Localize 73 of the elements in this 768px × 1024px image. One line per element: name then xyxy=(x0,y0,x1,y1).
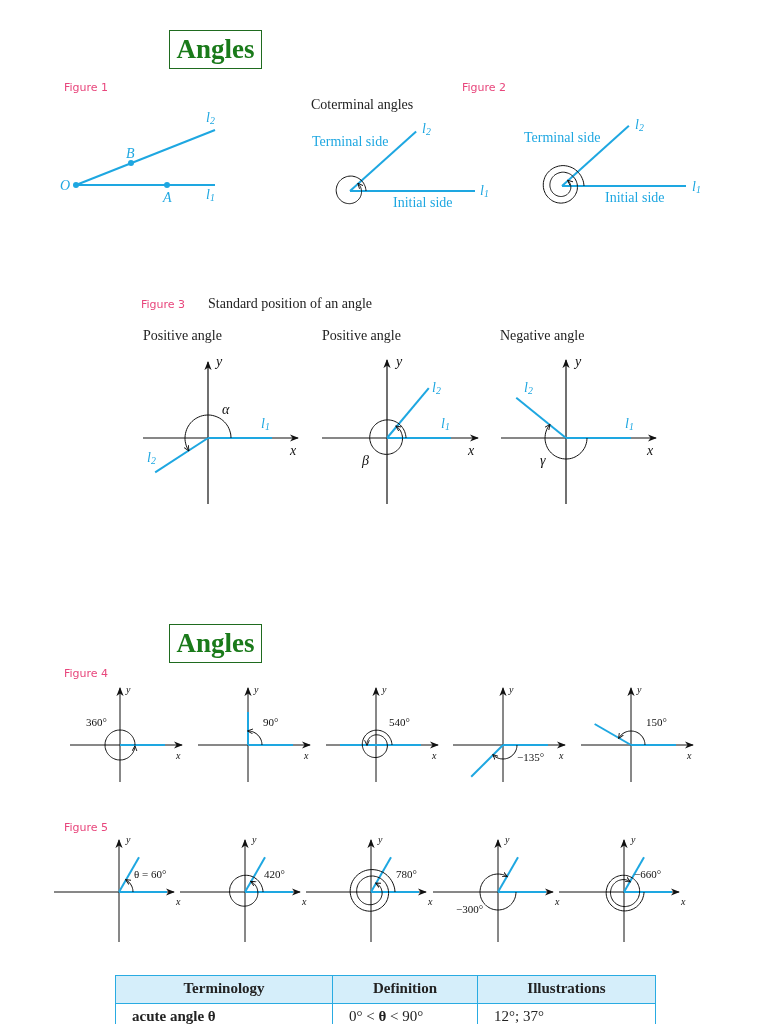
math-label: Initial side xyxy=(393,195,453,211)
math-label: B xyxy=(126,146,135,162)
math-label: x xyxy=(687,750,692,761)
math-label: l$_{2}$ xyxy=(147,450,156,468)
math-label: y xyxy=(396,354,403,370)
angle-label: −135° xyxy=(517,751,545,764)
header-cell: Illustrations xyxy=(478,976,656,1004)
math-label: Initial side xyxy=(605,190,665,206)
angle-label: 360° xyxy=(86,716,107,729)
math-label: x xyxy=(647,443,654,459)
caption: Coterminal angles xyxy=(311,97,414,113)
angle-label: −660° xyxy=(634,868,662,881)
math-label: x xyxy=(304,750,309,761)
math-label: l$_{2}$ xyxy=(422,121,431,139)
math-label: l$_{2}$ xyxy=(432,380,441,398)
math-label: y xyxy=(505,834,510,845)
math-label: l$_{1}$ xyxy=(441,416,450,434)
angle-label: θ = 60° xyxy=(134,868,167,881)
math-label: y xyxy=(575,354,582,370)
angle-label: 90° xyxy=(263,716,279,729)
math-label: x xyxy=(176,896,181,907)
math-label: x xyxy=(555,896,560,907)
math-label: x xyxy=(468,443,475,459)
math-label: x xyxy=(302,896,307,907)
angle-label: 150° xyxy=(646,716,667,729)
math-label: A xyxy=(163,190,172,206)
angle-label: 780° xyxy=(396,868,417,881)
title-box: Angles xyxy=(169,30,262,69)
math-label: y xyxy=(216,354,223,370)
angle-label: 420° xyxy=(264,868,285,881)
math-label: l$_{1}$ xyxy=(480,183,489,201)
math-label: x xyxy=(432,750,437,761)
header-cell: Definition xyxy=(333,976,478,1004)
figure-label: Figure 2 xyxy=(462,82,507,95)
math-label: γ xyxy=(540,453,546,469)
math-label: α xyxy=(222,402,230,418)
figure-label: Figure 4 xyxy=(64,668,109,681)
figure-label: Figure 5 xyxy=(64,822,109,835)
title-box: Angles xyxy=(169,624,262,663)
math-label: y xyxy=(252,834,257,845)
math-label: x xyxy=(559,750,564,761)
math-label: y xyxy=(378,834,383,845)
math-label: y xyxy=(126,684,131,695)
angle-label: −300° xyxy=(456,903,484,916)
math-label: x xyxy=(290,443,297,459)
math-label: x xyxy=(176,750,181,761)
caption: Positive angle xyxy=(143,328,222,344)
math-label: y xyxy=(254,684,259,695)
math-label: l$_{2}$ xyxy=(635,117,644,135)
figure-label: Figure 1 xyxy=(64,82,109,95)
math-label: Terminal side xyxy=(312,134,389,150)
math-label: x xyxy=(681,896,686,907)
math-label: l$_{1}$ xyxy=(206,187,215,205)
math-label: y xyxy=(637,684,642,695)
math-label: l$_{1}$ xyxy=(692,179,701,197)
math-label: y xyxy=(631,834,636,845)
math-label: l$_{2}$ xyxy=(206,110,215,128)
math-label: l$_{2}$ xyxy=(524,380,533,398)
math-label: l$_{1}$ xyxy=(625,416,634,434)
figure-label: Figure 3 xyxy=(141,299,186,312)
math-label: y xyxy=(126,834,131,845)
math-label: β xyxy=(362,453,369,469)
header-cell: Terminology xyxy=(116,976,333,1004)
caption: Standard position of an angle xyxy=(208,296,373,312)
math-label: Terminal side xyxy=(524,130,601,146)
math-label: y xyxy=(509,684,514,695)
caption: Positive angle xyxy=(322,328,401,344)
math-label: l$_{1}$ xyxy=(261,416,270,434)
math-label: x xyxy=(428,896,433,907)
math-label: O xyxy=(60,178,71,194)
angle-label: 540° xyxy=(389,716,410,729)
caption: Negative angle xyxy=(500,328,585,344)
math-label: y xyxy=(382,684,387,695)
